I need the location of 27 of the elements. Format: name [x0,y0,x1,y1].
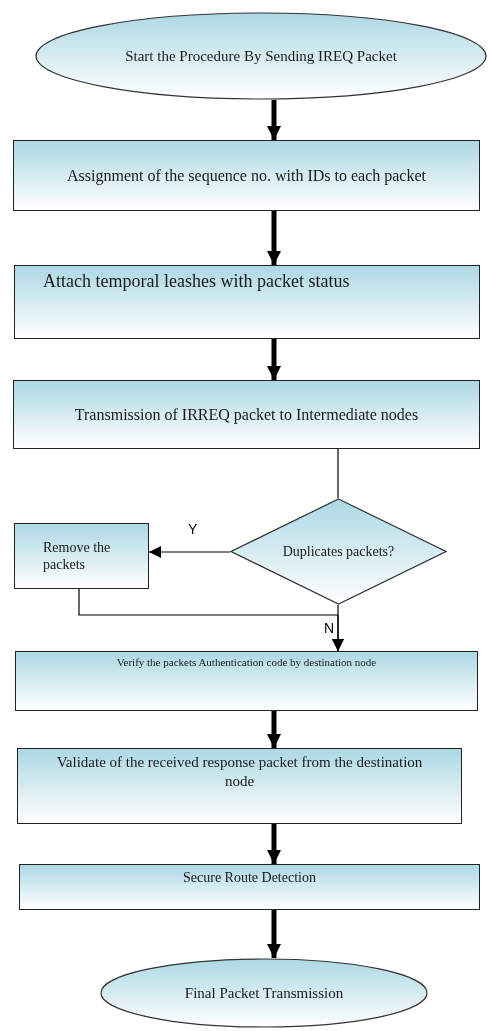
step-text: Remove the packets [43,538,112,574]
process-box [13,380,480,449]
step-text: Final Packet Transmission [184,983,344,1003]
step-text: Duplicates packets? [282,542,395,561]
arrow [267,211,281,265]
step-text: Start the Procedure By Sending IREQ Packet [125,46,397,66]
step-text: Validate of the received response packet from the destination node [55,753,424,791]
edge-label: Y [188,522,198,536]
step-text: Secure Route Detection [183,869,316,887]
edge-label: N [324,621,335,635]
arrow [267,824,281,864]
step-text: Transmission of IRREQ packet to Intermediate nodes [74,404,419,425]
process-box [19,864,480,910]
arrow [148,546,231,558]
arrow [332,604,344,652]
process-box [13,140,480,211]
step-text: Assignment of the sequence no. with IDs to each packet [67,165,426,186]
arrow [267,339,281,380]
step-text: Attach temporal leashes with packet status [43,270,350,293]
process-box [17,748,462,824]
arrow [267,910,281,958]
arrow [267,100,281,140]
process-box [15,651,478,711]
step-text: Verify the packets Authentication code by destination node [116,656,377,670]
arrow [267,711,281,748]
process-box [14,265,480,339]
process-box [14,523,149,589]
